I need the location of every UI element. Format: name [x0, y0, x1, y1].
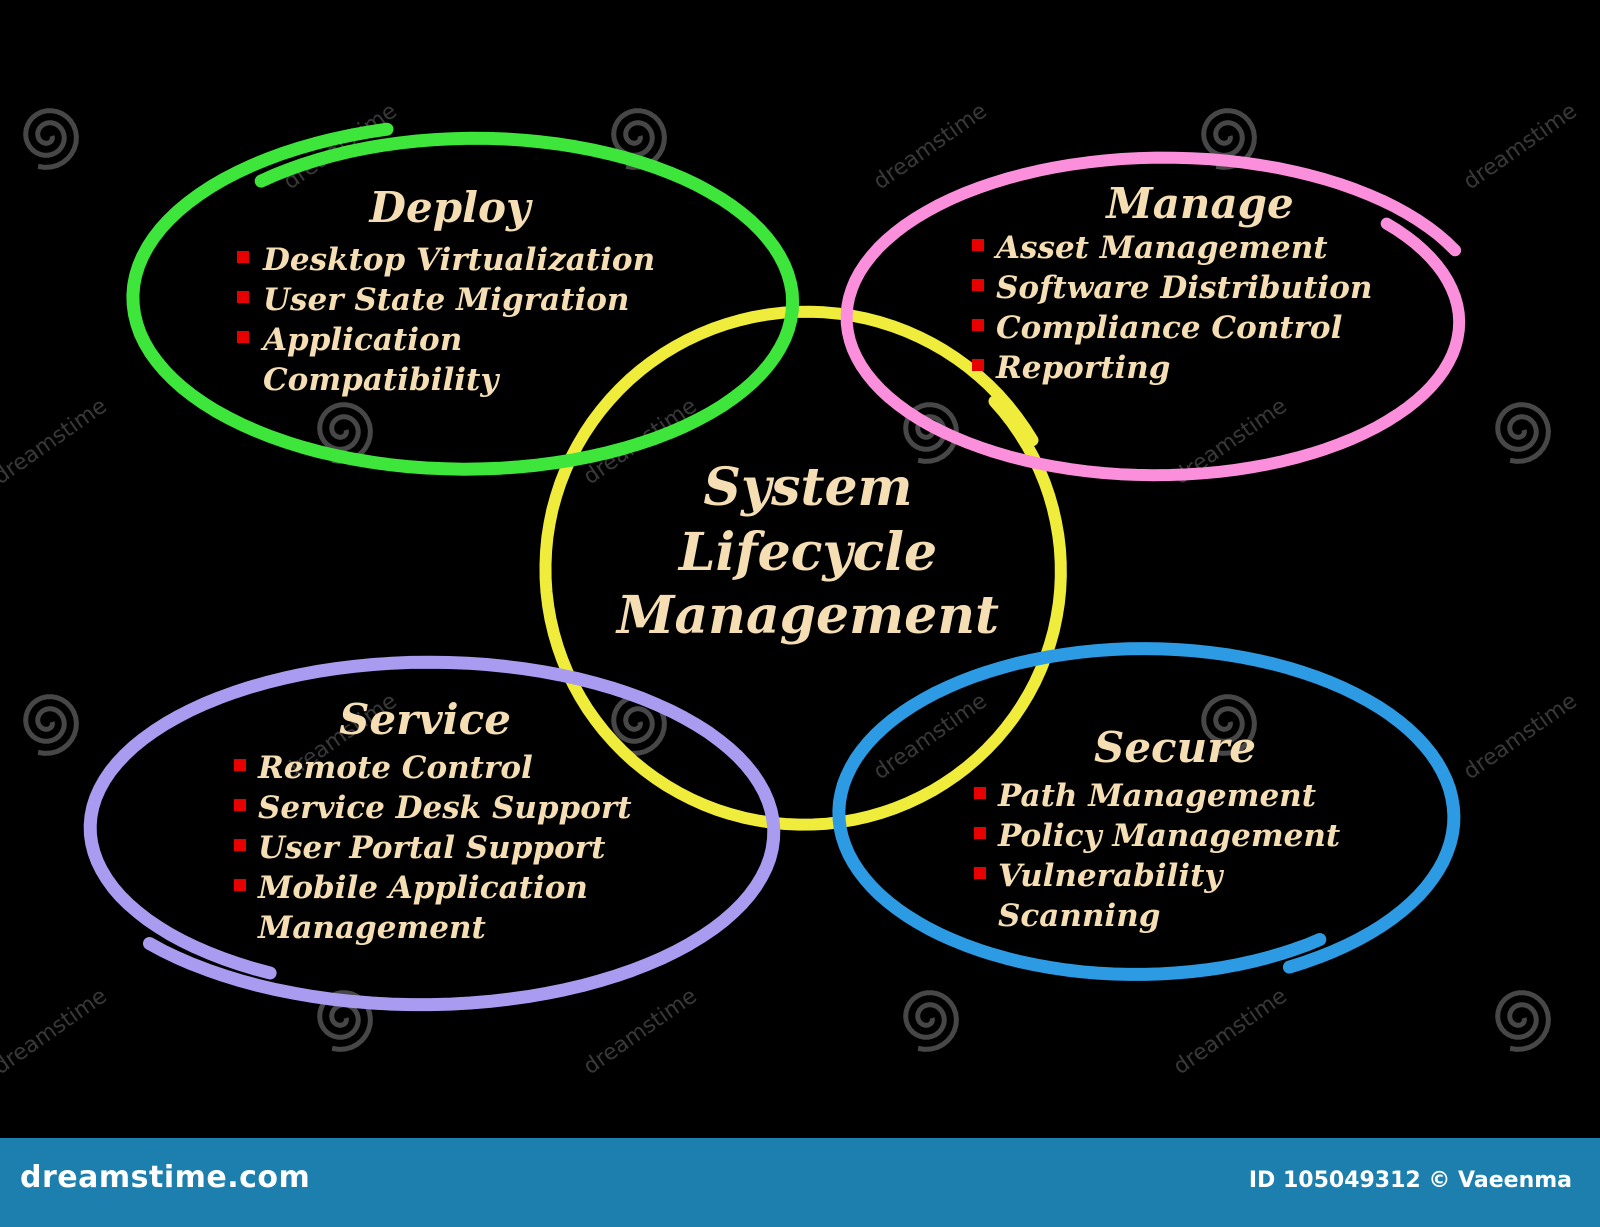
manage-item-text: Reporting [995, 350, 1170, 386]
manage-title: Manage [1104, 179, 1294, 228]
watermark-text: dreamstime [579, 984, 702, 1080]
service-title: Service [339, 695, 511, 744]
secure-ring [832, 642, 1461, 981]
secure-item-text: Vulnerability [998, 858, 1224, 894]
bullet-icon [974, 787, 986, 799]
service-item-text: Mobile Application [257, 870, 588, 906]
deploy-ring [126, 122, 800, 476]
deploy-item-text: Desktop Virtualization [262, 242, 655, 278]
bullet-icon [237, 291, 249, 303]
watermark-logo-icon [23, 694, 79, 756]
watermark-logo-icon [317, 402, 373, 464]
bullet-icon [234, 839, 246, 851]
bullet-icon [972, 319, 984, 331]
ring-layer [83, 122, 1466, 1012]
watermark-logo-icon [1495, 990, 1551, 1052]
bullet-icon [234, 759, 246, 771]
watermark-logo-icon [1201, 108, 1257, 170]
bullet-icon [972, 359, 984, 371]
bullet-icon [237, 331, 249, 343]
watermark-text: dreamstime [869, 99, 992, 195]
service-ring [83, 655, 781, 1012]
manage-item-text: Software Distribution [996, 270, 1372, 306]
service-item-text: Service Desk Support [258, 790, 632, 826]
manage-item-text: Asset Management [993, 230, 1328, 266]
watermark-text: dreamstime [0, 394, 112, 490]
service-item-text: User Portal Support [258, 830, 606, 866]
watermark-text: dreamstime [0, 984, 112, 1080]
bullet-icon [974, 827, 986, 839]
bullet-icon [974, 867, 986, 879]
manage-item-text: Compliance Control [996, 310, 1342, 346]
watermark-logo-icon [903, 990, 959, 1052]
manage-ring [840, 151, 1466, 482]
center-title-line: Lifecycle [677, 522, 937, 583]
watermark-logo-icon [23, 108, 79, 170]
service-item-text: Management [257, 910, 486, 946]
deploy-title: Deploy [369, 183, 533, 232]
watermark-logo-icon [1495, 402, 1551, 464]
secure-item-text: Scanning [998, 898, 1160, 934]
secure-title: Secure [1094, 723, 1256, 772]
watermark-logo-icon [611, 108, 667, 170]
bullet-icon [972, 239, 984, 251]
bullet-icon [234, 799, 246, 811]
lifecycle-diagram: dreamstime dreamstime dreamstime dreamstime… [0, 99, 1582, 1080]
deploy-item-text: Application [260, 322, 462, 358]
watermark-logo-icon [1201, 694, 1257, 756]
watermark-text: dreamstime [1459, 689, 1582, 785]
watermark-text: dreamstime [869, 689, 992, 785]
center-title-line: System [703, 457, 912, 518]
bullet-icon [234, 879, 246, 891]
watermark-text: dreamstime [1169, 984, 1292, 1080]
secure-item-text: Path Management [997, 778, 1317, 814]
watermark-text: dreamstime [1459, 99, 1582, 195]
watermark-logo-icon [903, 402, 959, 464]
footer-bar: dreamstime.com ID 105049312 © Vaeenma [0, 1138, 1600, 1227]
secure-item-text: Policy Management [997, 818, 1341, 854]
bullet-icon [972, 279, 984, 291]
footer-brand: dreamstime.com [20, 1160, 311, 1195]
deploy-item-text: User State Migration [263, 282, 629, 318]
bullet-icon [237, 251, 249, 263]
service-item-text: Remote Control [257, 750, 533, 786]
footer-credit: ID 105049312 © Vaeenma [1248, 1168, 1572, 1193]
deploy-item-text: Compatibility [263, 362, 500, 398]
center-title-line: Management [615, 585, 999, 646]
